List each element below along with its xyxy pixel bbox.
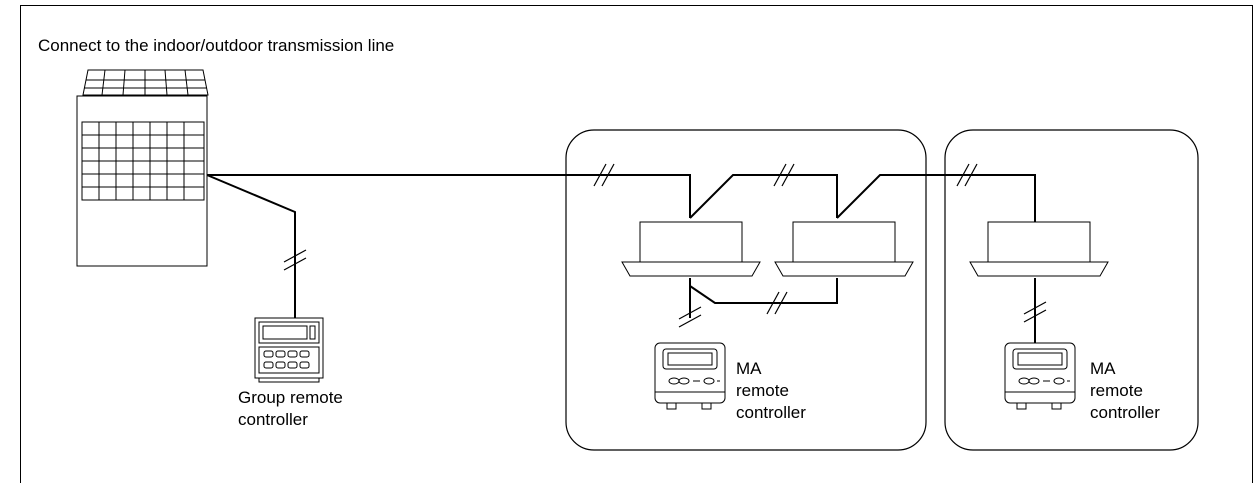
group-box-2 [945,130,1198,450]
ma-controller-1-label-line3: controller [736,403,806,422]
ma-controller-1-label-line2: remote [736,381,789,400]
ma-controller-2-label-line3: controller [1090,403,1160,422]
indoor-unit-icon [970,222,1108,276]
diagram-frame [21,6,1253,483]
ma-remote-controller-icon [655,343,725,409]
indoor-unit-icon [622,222,760,276]
transmission-wiring [207,175,1035,343]
wire-break-marks [284,164,1046,327]
diagram-title: Connect to the indoor/outdoor transmissi… [38,36,395,55]
group-controller-label-line1: Group remote [238,388,343,407]
group-remote-controller-icon [255,318,323,382]
group-box-1 [566,130,926,450]
ma-controller-1-label-line1: MA [736,359,762,378]
indoor-unit-icon [775,222,913,276]
group-controller-label-line2: controller [238,410,308,429]
ma-remote-controller-icon [1005,343,1075,409]
ma-controller-2-label-line2: remote [1090,381,1143,400]
ma-controller-2-label-line1: MA [1090,359,1116,378]
outdoor-unit-icon [77,70,208,266]
